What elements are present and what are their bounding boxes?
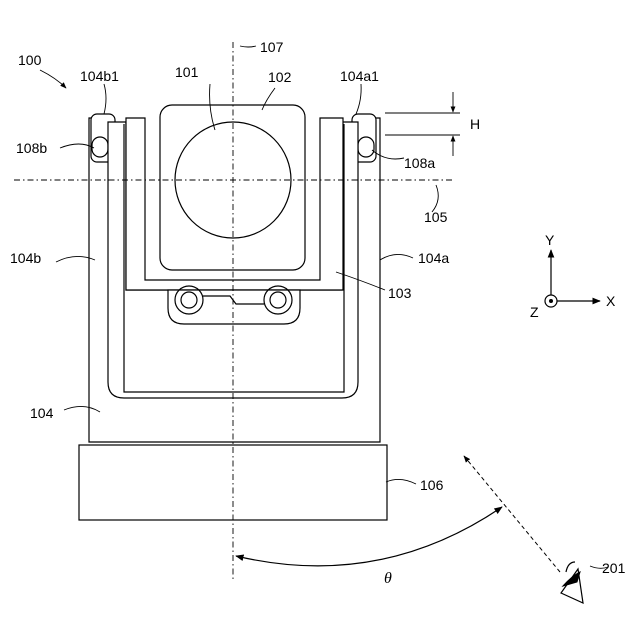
label-pin-108b: 108b: [16, 140, 47, 156]
axis-label-y: Y: [545, 232, 555, 248]
label-top-104b1: 104b1: [80, 68, 119, 84]
label-frame-103: 103: [388, 285, 412, 301]
label-device: 100: [18, 52, 42, 68]
link-plate: [168, 290, 300, 324]
axis-label-z: Z: [530, 304, 539, 320]
label-axis-105: 105: [424, 209, 448, 225]
label-height: H: [470, 116, 480, 132]
label-arm-104b: 104b: [10, 250, 41, 266]
label-pin-108a: 108a: [404, 155, 435, 171]
label-holder-102: 102: [268, 69, 292, 85]
pin-108b: [92, 137, 108, 157]
label-shaft-101: 101: [175, 64, 199, 80]
view-line-201: [464, 456, 560, 572]
label-arm-104a: 104a: [418, 250, 449, 266]
eye-icon: [561, 562, 583, 603]
label-base-104: 104: [30, 405, 54, 421]
label-axis-107: 107: [260, 39, 284, 55]
coordinate-axes: [545, 250, 600, 307]
axis-label-x: X: [606, 293, 616, 309]
pin-108a: [358, 137, 374, 157]
label-angle: θ: [384, 570, 392, 587]
label-top-104a1: 104a1: [340, 68, 379, 84]
label-plate-106: 106: [420, 477, 444, 493]
label-eye: 201: [602, 560, 626, 576]
